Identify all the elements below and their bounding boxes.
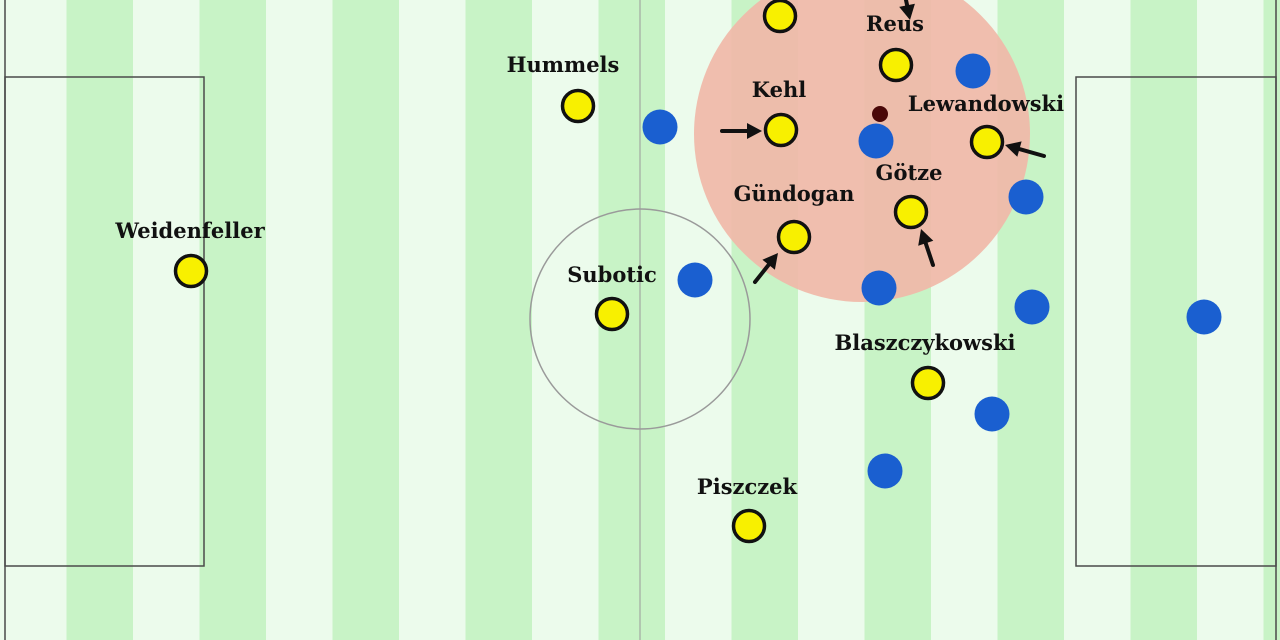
player-name-label: Piszczek — [697, 474, 798, 499]
pitch-stripe — [399, 0, 467, 640]
home-player: Subotic — [567, 262, 657, 332]
home-player: Hummels — [507, 52, 620, 124]
away-player-marker — [974, 396, 1010, 432]
player-name-label: Kehl — [752, 77, 806, 102]
right-penalty-box — [1075, 76, 1277, 567]
player-name-label: Subotic — [567, 262, 657, 287]
home-player: Piszczek — [697, 474, 798, 544]
home-player-marker — [560, 88, 596, 124]
home-player — [762, 0, 798, 34]
pitch-stripe — [266, 0, 334, 640]
home-player-marker — [763, 112, 799, 148]
center-circle — [529, 208, 751, 430]
home-player-marker — [878, 47, 914, 83]
pitch-markings — [4, 0, 1277, 640]
home-player: Götze — [876, 160, 943, 230]
away-player-marker — [677, 262, 713, 298]
pitch-stripe — [1130, 0, 1198, 640]
movement-arrows — [720, 0, 1046, 284]
player-name-label: Weidenfeller — [114, 218, 265, 243]
away-player-marker — [861, 270, 897, 306]
away-team-players — [642, 53, 1222, 489]
away-player-marker — [642, 109, 678, 145]
home-player: Blaszczykowski — [835, 330, 1016, 401]
pitch-stripe — [66, 0, 134, 640]
home-player-marker — [910, 365, 946, 401]
pitch-stripe — [1263, 0, 1280, 640]
away-player-marker — [858, 123, 894, 159]
home-player-marker — [893, 194, 929, 230]
away-player-marker — [867, 453, 903, 489]
pitch-stripe — [133, 0, 201, 640]
pitch-stripe — [0, 0, 68, 640]
movement-arrow — [753, 253, 778, 284]
away-player-marker — [955, 53, 991, 89]
home-player-marker — [776, 219, 812, 255]
home-player-marker — [762, 0, 798, 34]
left-penalty-box — [4, 76, 205, 567]
movement-arrow — [720, 123, 762, 139]
home-player-marker — [731, 508, 767, 544]
home-player: Reus — [866, 11, 924, 83]
home-player-marker — [173, 253, 209, 289]
player-name-label: Hummels — [507, 52, 620, 77]
away-player-marker — [1014, 289, 1050, 325]
home-player: Lewandowski — [908, 91, 1064, 160]
home-player: Gündogan — [734, 181, 855, 255]
home-player-marker — [594, 296, 630, 332]
movement-arrow — [918, 229, 935, 267]
player-name-label: Blaszczykowski — [835, 330, 1016, 355]
away-player-marker — [1008, 179, 1044, 215]
pitch-stripe — [199, 0, 267, 640]
movement-arrow — [1005, 141, 1046, 158]
player-name-label: Götze — [876, 160, 943, 185]
movement-arrow — [899, 0, 915, 20]
pitch-stripe — [465, 0, 533, 640]
player-name-label: Gündogan — [734, 181, 855, 206]
player-name-label: Lewandowski — [908, 91, 1064, 116]
ball — [872, 106, 888, 122]
pitch-stripe — [1064, 0, 1132, 640]
pitch-stripe — [332, 0, 400, 640]
player-name-label: Reus — [866, 11, 924, 36]
home-player-marker — [969, 124, 1005, 160]
away-player-marker — [1186, 299, 1222, 335]
home-player: Kehl — [752, 77, 806, 148]
home-player: Weidenfeller — [114, 218, 266, 289]
